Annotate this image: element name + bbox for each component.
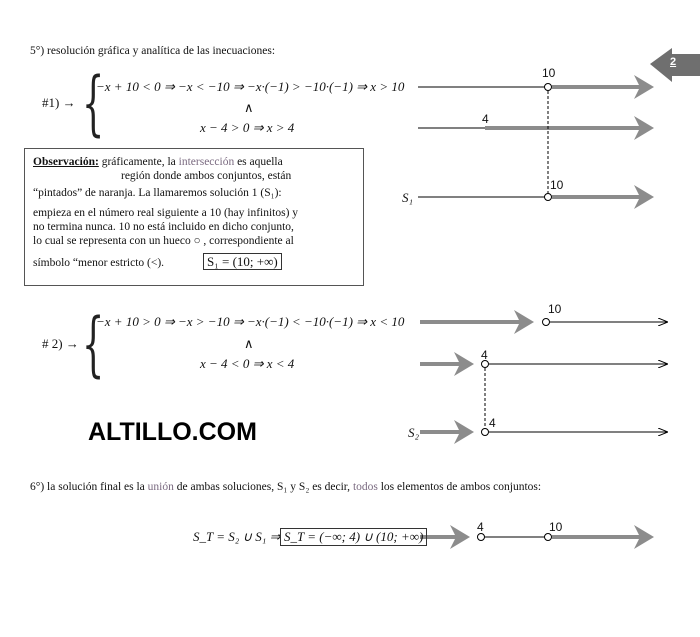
- s1-formula: S₁ = (10; +∞): [203, 253, 282, 270]
- observation-text: empieza en el número real siguiente a 10…: [33, 207, 299, 219]
- observation-title: Observación:: [33, 156, 99, 168]
- open-point: [544, 83, 552, 91]
- numline-label: 10: [549, 520, 563, 534]
- page-tab-arrow: [650, 48, 700, 82]
- ex1-label: #1) →: [42, 95, 76, 110]
- section-5-heading: 5°) resolución gráfica y analítica de la…: [30, 45, 276, 57]
- brace: {: [82, 62, 105, 144]
- numline-label: 10: [542, 66, 556, 80]
- solution-label: S₂: [408, 425, 420, 440]
- highlight-text: intersección: [178, 156, 235, 168]
- observation-box: Observación: gráficamente, la intersecci…: [24, 148, 364, 286]
- ex2-line1: −x + 10 > 0 ⇒ −x > −10 ⇒ −x·(−1) < −10·(…: [96, 314, 405, 329]
- numline-label: 4: [481, 348, 488, 362]
- ex2-label: # 2) →: [42, 336, 79, 351]
- open-point: [544, 193, 552, 201]
- union-result: S_T = (−∞; 4) ∪ (10; +∞): [280, 528, 428, 546]
- numline-label: 10: [548, 302, 562, 316]
- observation-text: región donde ambos conjuntos, están: [121, 170, 292, 182]
- observation-text: “pintados” de naranja. La llamaremos sol…: [33, 187, 282, 199]
- section-6-heading: 6°) la solución final es la unión de amb…: [30, 481, 542, 493]
- open-point: [481, 360, 489, 368]
- watermark-logo: ALTILLO.COM: [88, 418, 257, 446]
- numline-label: 4: [482, 112, 489, 126]
- observation-text: lo cual se representa con un hueco ○ , c…: [33, 235, 294, 247]
- numline-label: 10: [550, 178, 564, 192]
- observation-text: símbolo “menor estricto (<).: [33, 257, 165, 269]
- open-point: [544, 533, 552, 541]
- numline-label: 4: [489, 416, 496, 430]
- ex1-line2: x − 4 > 0 ⇒ x > 4: [200, 120, 295, 135]
- ex1-line1: −x + 10 < 0 ⇒ −x < −10 ⇒ −x·(−1) > −10·(…: [96, 79, 405, 94]
- observation-text: gráficamente, la: [98, 156, 179, 168]
- union-equation: S_T = S₂ ∪ S₁ ⇒: [193, 529, 281, 544]
- ex2-line2: x − 4 < 0 ⇒ x < 4: [200, 356, 295, 371]
- open-point: [542, 318, 550, 326]
- observation-text: es aquella: [234, 156, 283, 168]
- page-number[interactable]: 2: [670, 56, 677, 68]
- observation-text: no termina nunca. 10 no está incluido en…: [33, 221, 294, 233]
- open-point: [481, 428, 489, 436]
- numline-label: 4: [477, 520, 484, 534]
- brace: {: [82, 303, 105, 385]
- open-point: [477, 533, 485, 541]
- ex2-and: ∧: [244, 336, 254, 351]
- solution-label: S₁: [402, 190, 414, 205]
- ex1-and: ∧: [244, 100, 254, 115]
